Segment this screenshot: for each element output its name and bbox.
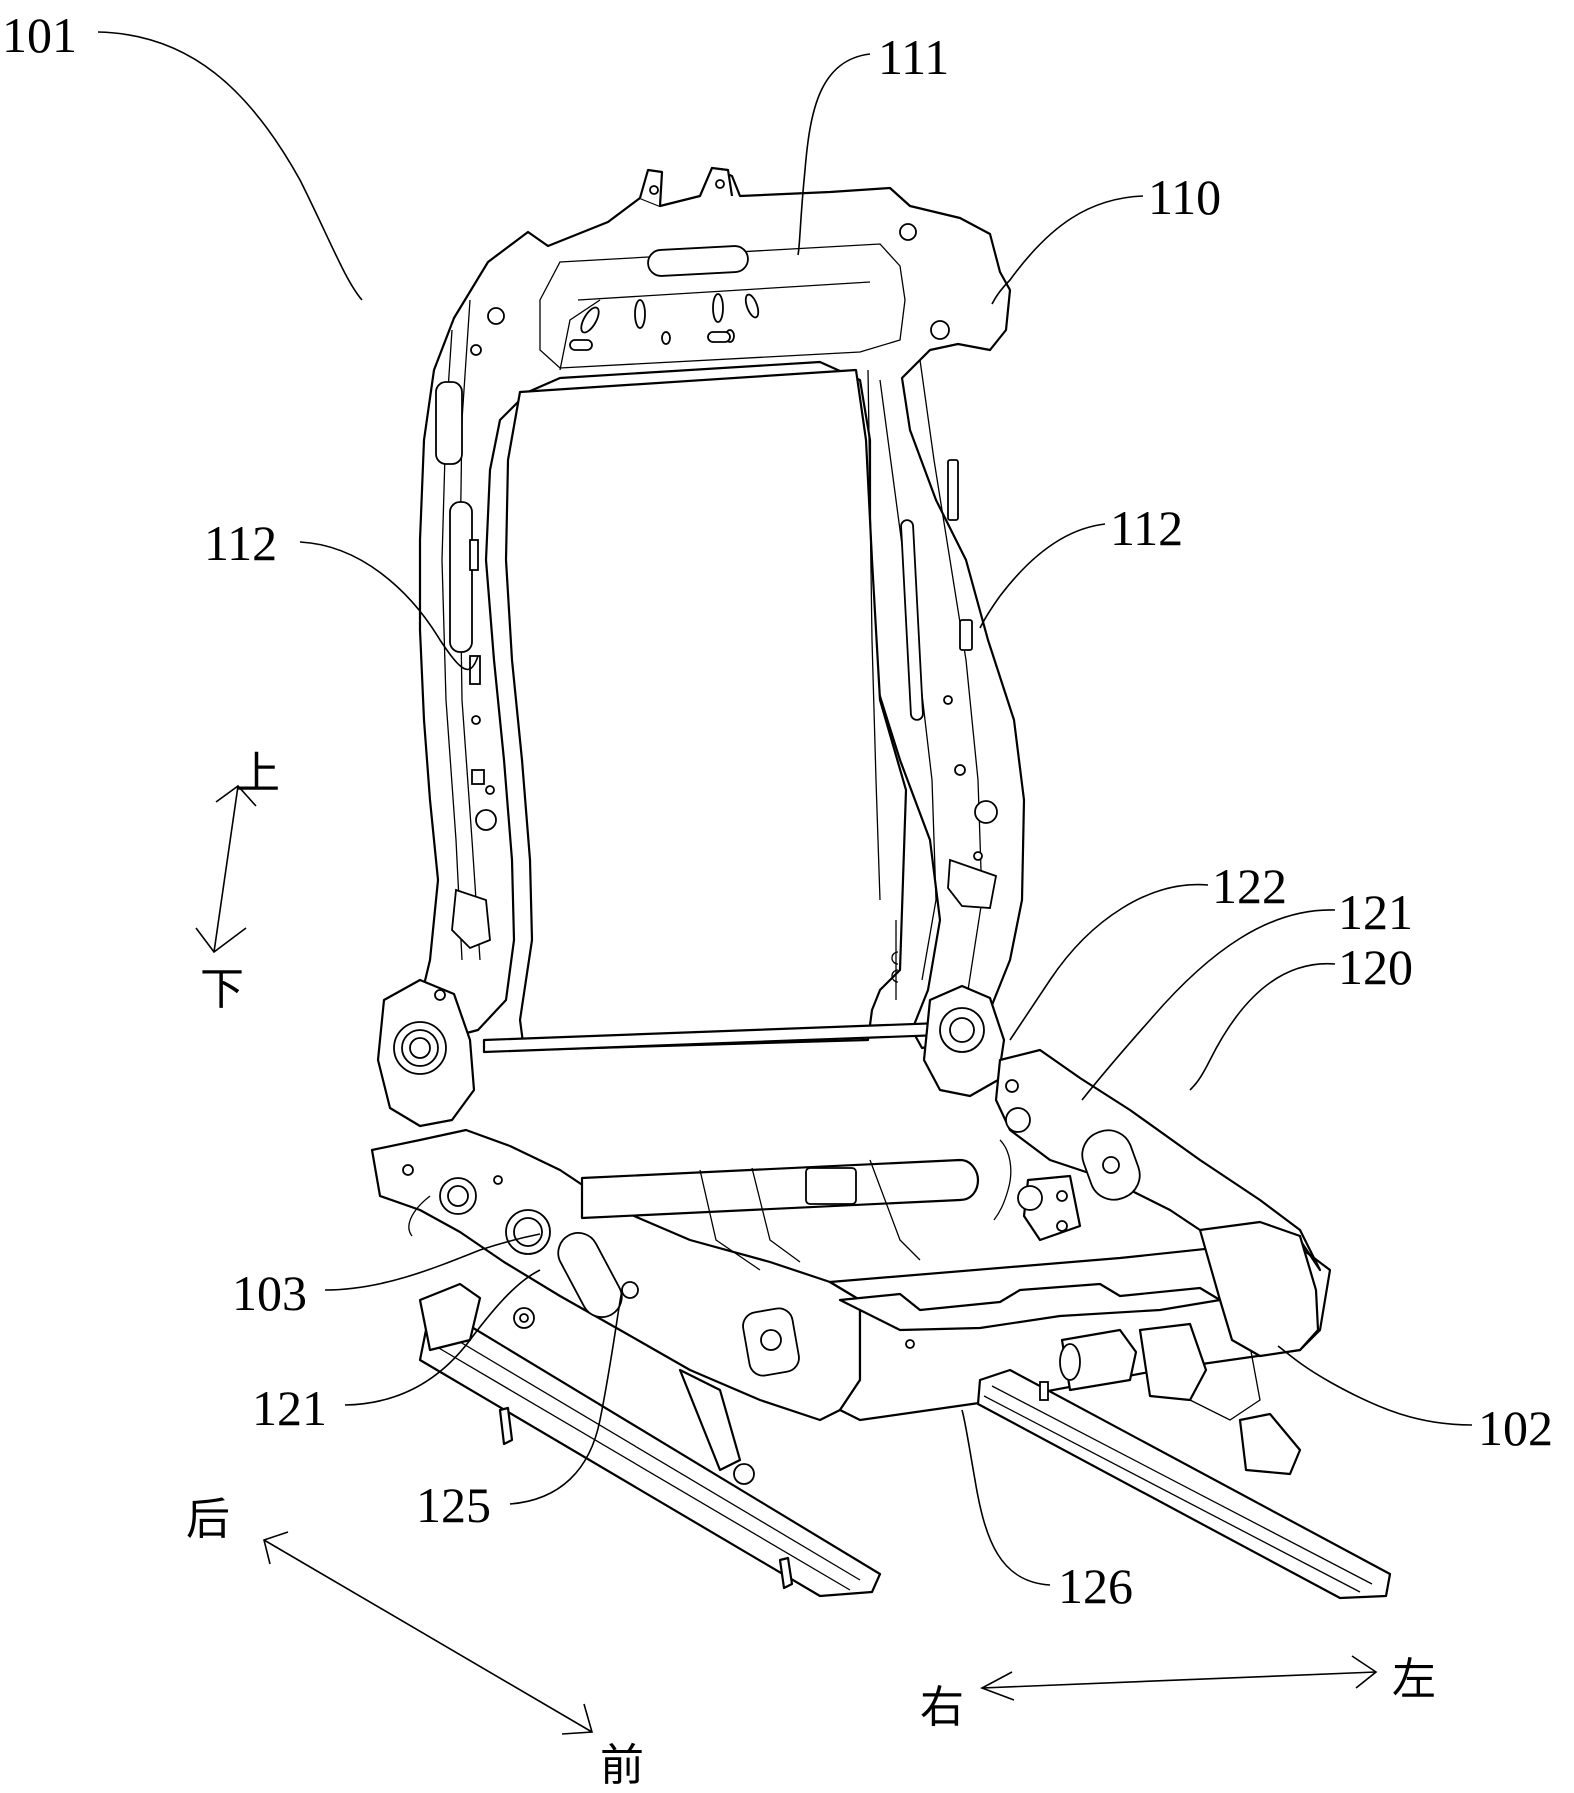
label-121-right: 121 [1338, 884, 1413, 940]
label-112-right: 112 [1110, 500, 1183, 556]
leader-112-right [980, 524, 1105, 628]
label-102: 102 [1478, 1400, 1553, 1456]
right-recliner [924, 986, 1004, 1096]
label-111: 111 [878, 29, 949, 85]
arrowhead-rear-icon [264, 1532, 288, 1564]
right-seat-track [978, 1370, 1390, 1598]
leader-102 [1278, 1346, 1472, 1425]
label-122: 122 [1212, 858, 1287, 914]
direction-rear-front: 后 前 [186, 1494, 644, 1791]
arrowhead-right-icon [982, 1672, 1014, 1700]
leader-101 [98, 32, 362, 300]
direction-label-down: 下 [200, 964, 244, 1015]
leader-121-right [1082, 910, 1335, 1100]
direction-label-right: 右 [920, 1682, 964, 1733]
label-110: 110 [1148, 169, 1221, 225]
label-103: 103 [232, 1265, 307, 1321]
direction-right-left: 右 左 [920, 1654, 1436, 1733]
rear-front-arrow [264, 1540, 592, 1732]
leader-122 [1010, 885, 1208, 1040]
direction-up-down: 上 下 [196, 748, 280, 1015]
arrowhead-down-icon [196, 928, 246, 952]
label-121-left: 121 [252, 1380, 327, 1436]
direction-label-front: 前 [600, 1740, 644, 1791]
label-112-left: 112 [204, 515, 277, 571]
label-126: 126 [1058, 1558, 1133, 1614]
seat-back-frame [418, 168, 1024, 1050]
right-left-arrow [982, 1672, 1376, 1688]
label-120: 120 [1338, 939, 1413, 995]
direction-label-left: 左 [1392, 1654, 1436, 1705]
label-101: 101 [2, 7, 77, 63]
up-down-arrow [214, 786, 238, 952]
leader-110 [992, 196, 1143, 304]
direction-label-rear: 后 [186, 1494, 230, 1545]
leader-120 [1190, 964, 1335, 1090]
label-125: 125 [416, 1477, 491, 1533]
